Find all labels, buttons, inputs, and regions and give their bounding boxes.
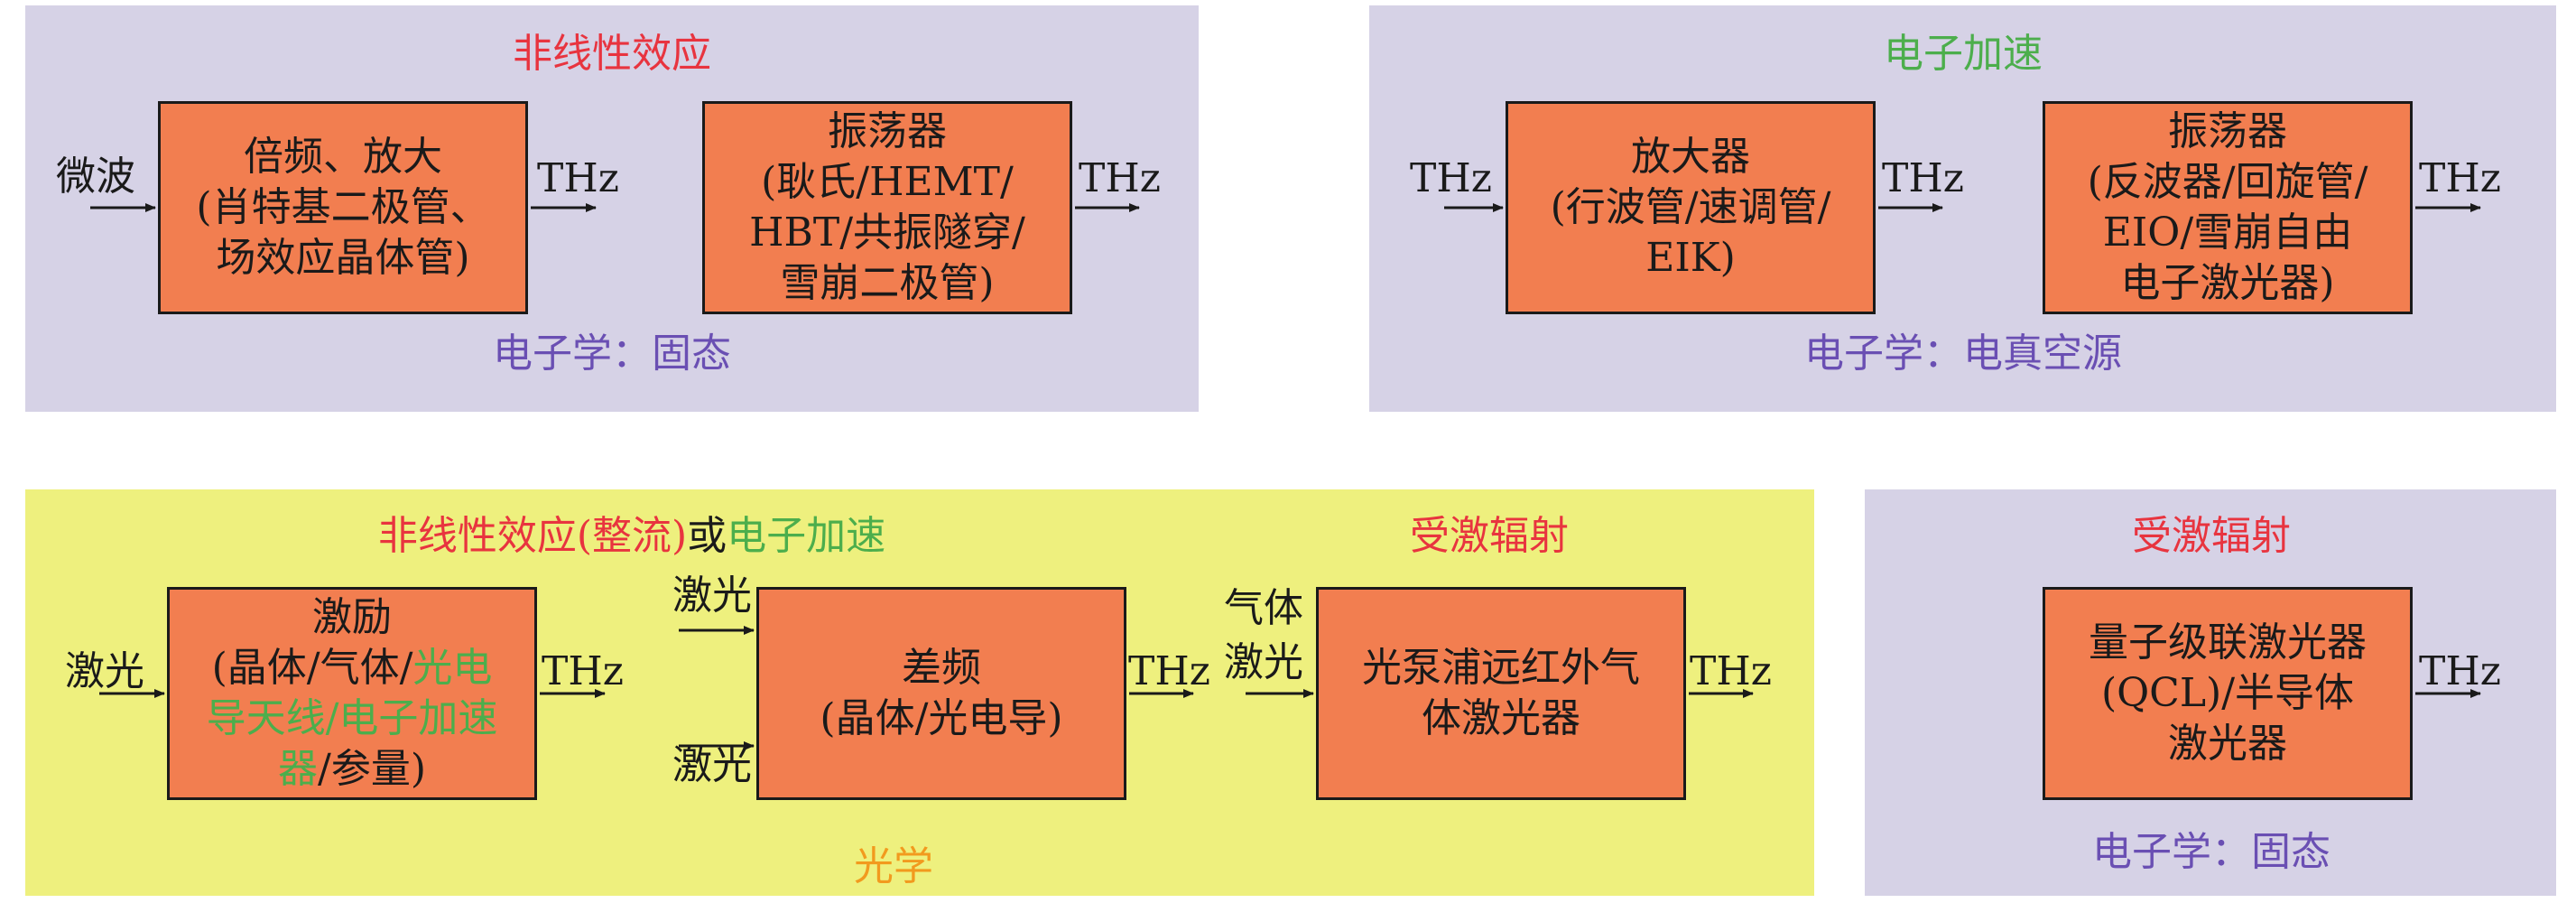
panel2-title: 电子加速	[1884, 31, 2043, 77]
dfg-input-laser-bottom: 激光	[672, 742, 752, 788]
box-solid-oscillator-line: 雪崩二极管)	[780, 260, 995, 306]
box-vacuum-oscillator: 振荡器 (反波器/回旋管/ EIO/雪崩自由 电子激光器)	[2043, 101, 2413, 314]
box-vacuum-amplifier-line: EIK)	[1645, 235, 1736, 281]
dfg-output-thz: THz	[1128, 648, 1210, 694]
panel3-title-nonlinear: 非线性效应(整流)	[377, 513, 688, 559]
gas-input-laser: 激光	[1224, 639, 1303, 685]
box-solid-oscillator-line: 振荡器	[828, 108, 947, 154]
gas-output-thz: THz	[1690, 648, 1772, 694]
optics-excitation-input-laser: 激光	[65, 648, 144, 694]
box-qcl: 量子级联激光器 (QCL)/半导体 激光器	[2043, 587, 2413, 800]
panel3-title-left: 非线性效应(整流)或电子加速	[343, 511, 921, 562]
dfg-line: 差频	[902, 645, 981, 691]
panel2-output-thz-1: THz	[1882, 155, 1964, 201]
excitation-line-3: 导天线/电子加速	[206, 695, 498, 741]
gas-line: 体激光器	[1422, 695, 1580, 741]
dfg-line: (晶体/光电导)	[820, 695, 1063, 741]
box-solid-oscillator-line: (耿氏/HEMT/	[761, 159, 1014, 205]
panel3-title-electron: 电子加速	[727, 513, 886, 559]
box-solid-oscillator-line: HBT/共振隧穿/	[749, 209, 1025, 256]
box-multiplier-line: 场效应晶体管)	[216, 235, 470, 281]
box-vacuum-oscillator-line: 电子激光器)	[2120, 260, 2335, 306]
panel2-input-thz: THz	[1410, 155, 1492, 201]
box-excitation: 激励 (晶体/气体/光电 导天线/电子加速 器/参量)	[167, 587, 537, 800]
box-difference-frequency: 差频 (晶体/光电导)	[756, 587, 1126, 800]
box-vacuum-oscillator-line: EIO/雪崩自由	[2102, 209, 2353, 256]
box-multiplier-line: 倍频、放大	[244, 134, 442, 180]
dfg-input-laser-top: 激光	[672, 573, 752, 619]
box-multiplier-line: (肖特基二极管、	[196, 184, 490, 230]
optics-excitation-output-thz: THz	[542, 648, 624, 694]
box-optically-pumped-gas-laser: 光泵浦远红外气 体激光器	[1316, 587, 1686, 800]
gas-line: 光泵浦远红外气	[1362, 645, 1640, 691]
gas-input-gas: 气体	[1224, 585, 1303, 631]
panel1-output-thz-1: THz	[537, 155, 619, 201]
excitation-line-4: 器/参量)	[278, 746, 426, 792]
panel3-title-or: 或	[687, 513, 727, 559]
panel3-footer: 光学	[854, 843, 933, 889]
panel1-footer: 电子学：固态	[493, 330, 731, 377]
box-vacuum-amplifier: 放大器 (行波管/速调管/ EIK)	[1506, 101, 1876, 314]
excitation-line-1: 激励	[312, 594, 392, 640]
excitation-line-2: (晶体/气体/光电	[211, 645, 493, 691]
panel1-output-thz-2: THz	[1079, 155, 1161, 201]
panel1-input-microwave: 微波	[56, 154, 135, 200]
box-vacuum-oscillator-line: (反波器/回旋管/	[2087, 159, 2368, 205]
qcl-line: 量子级联激光器	[2089, 619, 2367, 666]
qcl-output-thz: THz	[2419, 648, 2501, 694]
qcl-line: (QCL)/半导体	[2100, 670, 2355, 716]
panel1-title: 非线性效应	[513, 31, 711, 77]
panel2-footer: 电子学：电真空源	[1804, 330, 2122, 377]
qcl-line: 激光器	[2168, 721, 2287, 767]
panel4-footer: 电子学：固态	[2092, 829, 2330, 875]
panel2-output-thz-2: THz	[2419, 155, 2501, 201]
box-solid-oscillator: 振荡器 (耿氏/HEMT/ HBT/共振隧穿/ 雪崩二极管)	[702, 101, 1072, 314]
box-vacuum-amplifier-line: 放大器	[1631, 134, 1750, 180]
box-multiplier-amplifier: 倍频、放大 (肖特基二极管、 场效应晶体管)	[158, 101, 528, 314]
panel4-title: 受激辐射	[2132, 513, 2291, 559]
box-vacuum-oscillator-line: 振荡器	[2168, 108, 2287, 154]
box-vacuum-amplifier-line: (行波管/速调管/	[1550, 184, 1831, 230]
panel3-title-stimulated: 受激辐射	[1410, 513, 1569, 559]
